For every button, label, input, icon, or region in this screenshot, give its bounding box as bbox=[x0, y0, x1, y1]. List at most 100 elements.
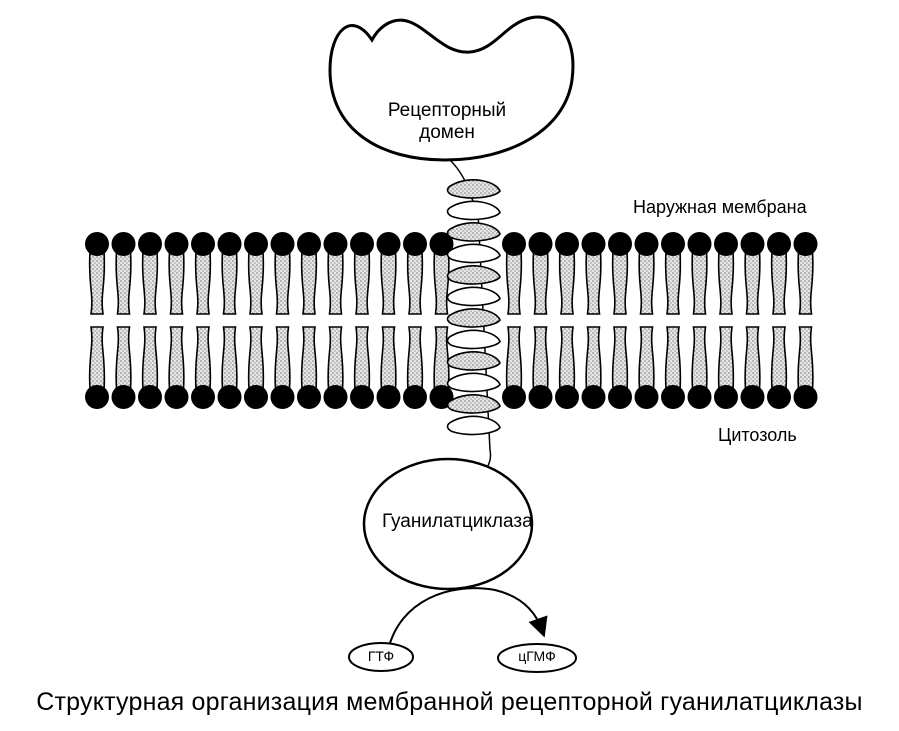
lipid-head bbox=[350, 385, 374, 409]
gtp-ellipse bbox=[348, 642, 414, 672]
lipid-head bbox=[555, 232, 579, 256]
lipid-head bbox=[528, 385, 553, 409]
lipid-tail bbox=[505, 326, 523, 390]
receptor-domain-shape bbox=[328, 15, 575, 162]
lipid-tail bbox=[433, 326, 450, 390]
lipid-tail bbox=[717, 326, 735, 390]
lipid-head bbox=[661, 385, 685, 409]
lipid-tail bbox=[770, 251, 788, 315]
lipid-tail bbox=[744, 251, 761, 315]
lipid-head bbox=[138, 385, 162, 409]
lipid-tail bbox=[168, 251, 185, 315]
lipid-head bbox=[376, 385, 401, 409]
lipid-head bbox=[555, 385, 579, 409]
lipid-head bbox=[111, 385, 136, 409]
lipid-tail bbox=[300, 251, 318, 315]
lipid-head bbox=[244, 232, 268, 256]
lipid-head bbox=[85, 385, 109, 409]
lipid-head bbox=[608, 232, 632, 256]
lipid-head bbox=[191, 385, 215, 409]
lipid-tail bbox=[115, 251, 132, 315]
lipid-head bbox=[581, 385, 606, 409]
lipid-head bbox=[350, 232, 374, 256]
lipid-head bbox=[217, 385, 242, 409]
lipid-tail bbox=[353, 251, 371, 315]
lipid-head bbox=[376, 232, 401, 256]
lipid-head bbox=[740, 232, 765, 256]
lipid-tail bbox=[744, 326, 761, 390]
lipid-tail bbox=[327, 326, 344, 390]
receptor-domain-label-line1: Рецепторный bbox=[387, 100, 507, 121]
lipid-head bbox=[714, 232, 738, 256]
lipid-head bbox=[714, 385, 738, 409]
lipid-head bbox=[164, 385, 189, 409]
helix-turn bbox=[446, 394, 501, 414]
helix-turn bbox=[446, 329, 501, 350]
lipid-tail bbox=[691, 326, 708, 390]
lipid-tail bbox=[247, 251, 265, 315]
gtp-label: ГТФ bbox=[367, 648, 395, 664]
lipid-head bbox=[528, 232, 553, 256]
cgmp-label: цГМФ bbox=[518, 648, 556, 664]
lipid-tail bbox=[585, 251, 602, 315]
lipid-tail bbox=[611, 326, 629, 390]
lipid-head bbox=[767, 232, 791, 256]
lipid-tail bbox=[638, 326, 655, 390]
lipid-head bbox=[403, 385, 427, 409]
lipid-head bbox=[793, 385, 818, 409]
lipid-tail bbox=[770, 326, 788, 390]
lipid-tail bbox=[300, 326, 318, 390]
lipid-tail bbox=[797, 251, 814, 315]
lipid-tail bbox=[247, 326, 265, 390]
lipid-tail bbox=[141, 326, 159, 390]
helix-turn bbox=[446, 222, 501, 242]
lipid-tail bbox=[221, 326, 238, 390]
lipid-tail bbox=[141, 251, 159, 315]
cgmp-ellipse bbox=[497, 643, 577, 673]
lipid-tail bbox=[380, 251, 397, 315]
guanylate-cyclase-label: Гуанилатциклаза bbox=[382, 511, 533, 532]
lipid-tail bbox=[717, 251, 735, 315]
lipid-tail bbox=[194, 251, 212, 315]
lipid-tail bbox=[558, 326, 576, 390]
lipid-head bbox=[323, 232, 348, 256]
lipid-head bbox=[270, 385, 295, 409]
lipid-tail bbox=[194, 326, 212, 390]
cytosol-label: Цитозоль bbox=[718, 425, 797, 445]
helix-turn bbox=[446, 265, 501, 285]
lipid-tail bbox=[88, 251, 106, 315]
lipid-tail bbox=[558, 251, 576, 315]
lipid-tail bbox=[532, 251, 549, 315]
lipid-tail bbox=[274, 326, 291, 390]
lipid-head bbox=[270, 232, 295, 256]
lipid-head bbox=[323, 385, 348, 409]
lipid-head bbox=[740, 385, 765, 409]
lipid-head bbox=[502, 232, 526, 256]
lipid-tail bbox=[327, 251, 344, 315]
lipid-tail bbox=[433, 251, 450, 315]
helix-turn bbox=[446, 200, 501, 221]
lipid-tail bbox=[611, 251, 629, 315]
lipid-tail bbox=[274, 251, 291, 315]
lipid-head bbox=[767, 385, 791, 409]
lipid-tail bbox=[505, 251, 523, 315]
lipid-head bbox=[297, 385, 321, 409]
lipid-head bbox=[111, 232, 136, 256]
helix-turn bbox=[446, 286, 501, 307]
lipid-tail bbox=[115, 326, 132, 390]
lipid-head bbox=[634, 232, 659, 256]
lipid-head bbox=[85, 232, 109, 256]
lipid-bilayer-right bbox=[502, 232, 818, 409]
lipid-tail bbox=[380, 326, 397, 390]
helix-turn bbox=[446, 415, 501, 436]
lipid-head bbox=[403, 232, 427, 256]
lipid-head bbox=[244, 385, 268, 409]
lipid-bilayer-left bbox=[85, 232, 454, 409]
lipid-tail bbox=[585, 326, 602, 390]
lipid-tail bbox=[532, 326, 549, 390]
lipid-head bbox=[687, 232, 712, 256]
lipid-tail bbox=[664, 326, 682, 390]
lipid-head bbox=[634, 385, 659, 409]
helix-turn bbox=[446, 372, 501, 393]
